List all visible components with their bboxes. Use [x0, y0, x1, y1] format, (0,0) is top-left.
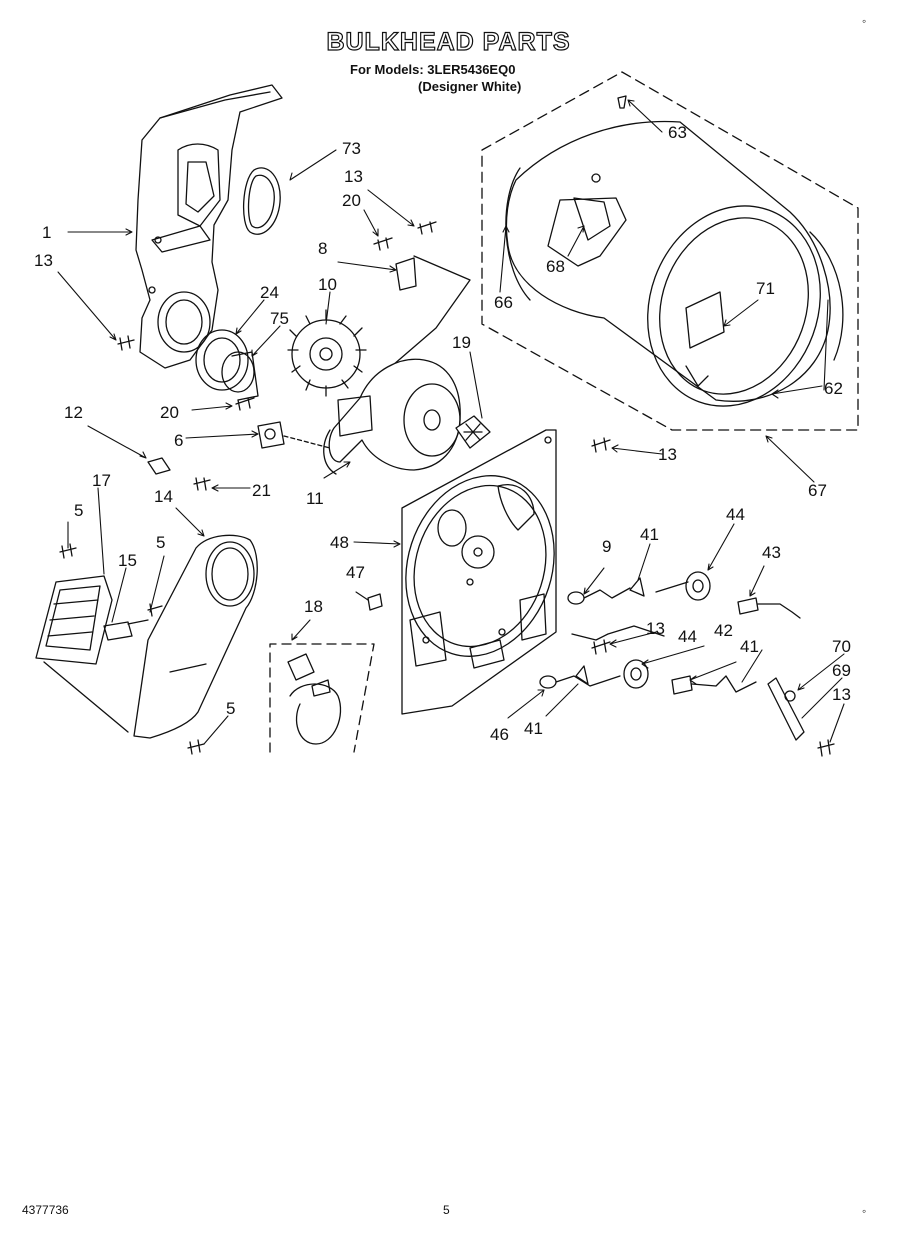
rear-bulkhead-part — [401, 429, 557, 715]
callout-12: 12 — [64, 403, 83, 422]
sensor-label-part — [455, 415, 491, 449]
callout-66: 66 — [494, 293, 513, 312]
callout-44-top: 44 — [726, 505, 745, 524]
connector-wire — [377, 255, 471, 379]
wire-kit-part — [269, 643, 375, 753]
small-bracket-parts — [147, 397, 331, 491]
lint-filter-parts — [35, 543, 149, 733]
upper-screws — [117, 221, 437, 351]
callout-17: 17 — [92, 471, 111, 490]
callout-18: 18 — [304, 597, 323, 616]
callout-63: 63 — [668, 123, 687, 142]
blower-motor-cover-part — [323, 358, 461, 475]
callout-5-mid: 5 — [156, 533, 165, 552]
callout-73: 73 — [342, 139, 361, 158]
callout-19: 19 — [452, 333, 471, 352]
exhaust-duct-part — [133, 534, 258, 755]
callout-41-top: 41 — [640, 525, 659, 544]
drum-support-parts — [367, 437, 835, 757]
inlet-seal-parts — [195, 329, 259, 401]
page-title: BULKHEAD PARTS — [326, 27, 571, 56]
callout-10: 10 — [318, 275, 337, 294]
callout-48: 48 — [330, 533, 349, 552]
callout-41-bottom: 41 — [524, 719, 543, 738]
callout-68: 68 — [546, 257, 565, 276]
callout-70: 70 — [832, 637, 851, 656]
callout-75: 75 — [270, 309, 289, 328]
callout-42: 42 — [714, 621, 733, 640]
blower-housing-part — [135, 84, 283, 369]
callout-71: 71 — [756, 279, 775, 298]
callout-13-drum: 13 — [658, 445, 677, 464]
callout-43: 43 — [762, 543, 781, 562]
callout-5-top: 5 — [74, 501, 83, 520]
variant-line: (Designer White) — [418, 79, 522, 94]
callout-41-right: 41 — [740, 637, 759, 656]
callout-20-lower: 20 — [160, 403, 179, 422]
callout-15: 15 — [118, 551, 137, 570]
callout-8: 8 — [318, 239, 327, 258]
callout-44-bottom: 44 — [678, 627, 697, 646]
callout-14: 14 — [154, 487, 173, 506]
callout-labels: 73 13 20 1 8 13 24 10 75 19 12 20 6 21 1… — [34, 123, 851, 744]
callout-67: 67 — [808, 481, 827, 500]
callout-24: 24 — [260, 283, 279, 302]
seal-ring-part — [242, 167, 281, 235]
callout-1: 1 — [42, 223, 51, 242]
blower-wheel-part — [287, 309, 367, 397]
models-line: For Models: 3LER5436EQ0 — [350, 62, 516, 77]
callout-13-mid: 13 — [646, 619, 665, 638]
callout-13-left: 13 — [34, 251, 53, 270]
callout-69: 69 — [832, 661, 851, 680]
callout-5-bottom: 5 — [226, 699, 235, 718]
drum-part — [505, 95, 844, 407]
callout-13-right: 13 — [832, 685, 851, 704]
document-number: 4377736 — [22, 1203, 69, 1217]
callout-20-upper: 20 — [342, 191, 361, 210]
callout-47: 47 — [346, 563, 365, 582]
callout-62: 62 — [824, 379, 843, 398]
callout-6: 6 — [174, 431, 183, 450]
callout-9: 9 — [602, 537, 611, 556]
callout-21: 21 — [252, 481, 271, 500]
callout-46: 46 — [490, 725, 509, 744]
leader-lines — [57, 99, 845, 745]
corner-mark: ◦ — [862, 1204, 867, 1218]
page-number: 5 — [443, 1203, 450, 1217]
corner-mark: ◦ — [862, 14, 867, 28]
callout-13-upper: 13 — [344, 167, 363, 186]
callout-11: 11 — [306, 489, 324, 508]
